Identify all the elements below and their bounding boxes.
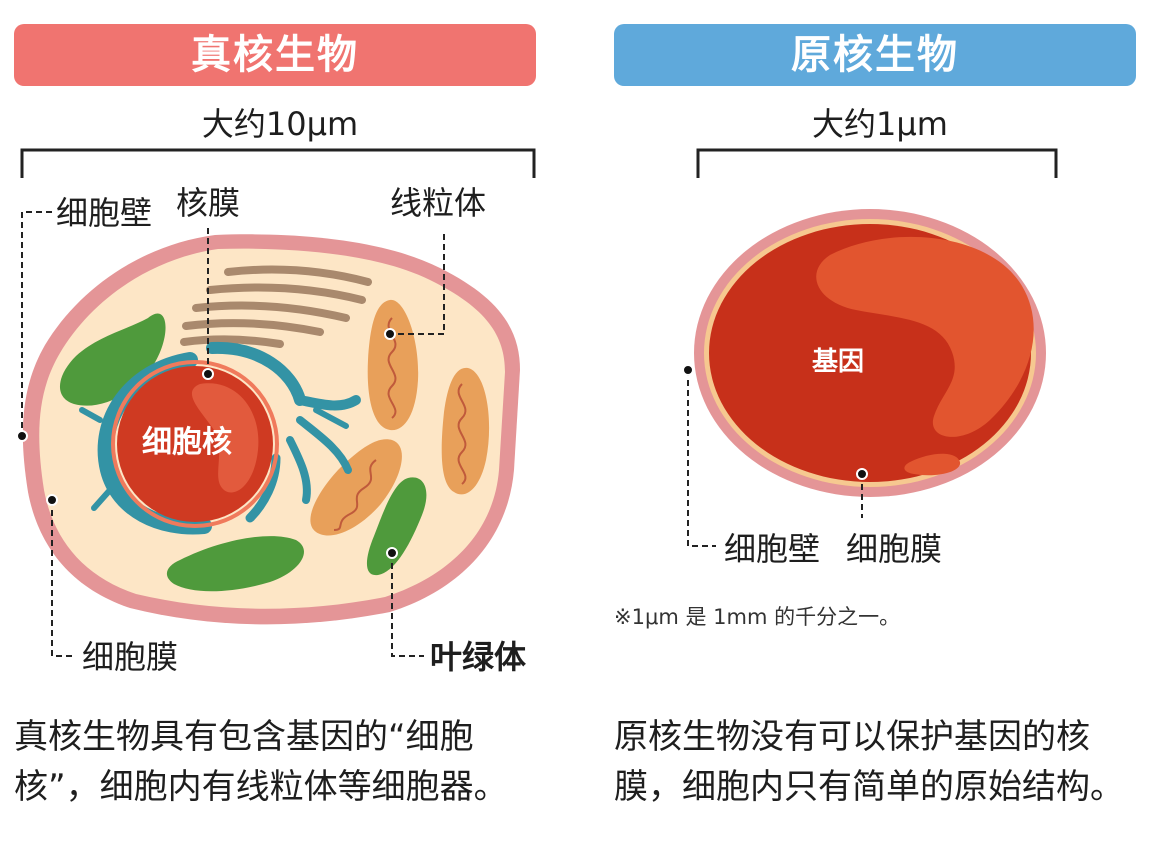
gene-region xyxy=(816,236,1034,437)
gene-region-tail xyxy=(904,453,961,476)
nucleus-highlight xyxy=(191,383,259,493)
eukaryote-description-line2: 核”，细胞内有线粒体等细胞器。 xyxy=(14,767,508,807)
chloroplast-1 xyxy=(59,313,166,406)
label-mitochondria: 线粒体 xyxy=(390,184,486,222)
eukaryote-size-label: 大约10μm xyxy=(201,105,359,143)
prokaryote-description-line1: 原核生物没有可以保护基因的核 xyxy=(614,717,1090,757)
leader-mitochondria xyxy=(390,234,445,335)
prokaryote-panel: 原核生物 大约1μm 基因 细胞壁 细胞膜 ※1μm 是 1mm 的千分之一。 … xyxy=(590,0,1166,851)
nucleus-label: 细胞核 xyxy=(142,425,232,460)
label-cell-membrane: 细胞膜 xyxy=(82,638,178,676)
dot-mitochondria xyxy=(384,328,396,340)
leader-dots xyxy=(16,328,398,559)
eukaryote-description-line1: 真核生物具有包含基因的“细胞 xyxy=(14,717,474,757)
eukaryote-scale-bracket xyxy=(20,148,536,178)
eukaryote-panel: 真核生物 大约10μm xyxy=(0,0,560,851)
nuclear-membrane-ring xyxy=(111,360,279,528)
mitochondrion-2 xyxy=(441,367,490,495)
label-prokaryote-cell-membrane: 细胞膜 xyxy=(846,530,942,568)
label-cell-wall: 细胞壁 xyxy=(56,194,152,232)
leader-chloroplast xyxy=(391,553,424,657)
prokaryote-description: 原核生物没有可以保护基因的核 膜，细胞内只有简单的原始结构。 xyxy=(614,712,1166,812)
label-chloroplast: 叶绿体 xyxy=(430,638,526,676)
dot-prokaryote-cell-wall xyxy=(682,364,694,376)
leader-prokaryote-cell-wall xyxy=(687,370,716,547)
leader-cell-wall xyxy=(21,211,52,436)
label-prokaryote-cell-wall: 细胞壁 xyxy=(724,530,820,568)
prokaryote-title: 原核生物 xyxy=(614,24,1136,86)
dot-prokaryote-cell-membrane xyxy=(856,468,868,480)
eukaryote-title: 真核生物 xyxy=(14,24,536,86)
leader-lines xyxy=(21,211,445,657)
eukaryote-description: 真核生物具有包含基因的“细胞 核”，细胞内有线粒体等细胞器。 xyxy=(14,712,544,812)
mitochondrion-3 xyxy=(310,439,402,536)
prokaryote-description-line2: 膜，细胞内只有简单的原始结构。 xyxy=(614,767,1124,807)
leader-cell-membrane xyxy=(51,500,76,657)
dot-cell-wall xyxy=(16,430,28,442)
dot-chloroplast xyxy=(386,547,398,559)
golgi-apparatus xyxy=(180,265,372,348)
prokaryote-leader-dots xyxy=(682,364,868,480)
gene-label: 基因 xyxy=(812,347,864,377)
dot-cell-membrane xyxy=(46,494,58,506)
eukaryote-cell-diagram: 细胞核 细胞壁 核膜 线粒体 细胞膜 叶绿体 xyxy=(16,148,536,676)
chloroplast-3 xyxy=(366,477,427,576)
prokaryote-leader-lines xyxy=(687,370,863,547)
chloroplast-2 xyxy=(166,536,304,592)
prokaryote-scale-bracket xyxy=(696,148,1058,178)
dot-nuclear-membrane xyxy=(202,368,214,380)
unit-note: ※1μm 是 1mm 的千分之一。 xyxy=(614,605,901,629)
prokaryote-cell-diagram: 基因 细胞壁 细胞膜 xyxy=(682,148,1058,568)
prokaryote-size-label: 大约1μm xyxy=(812,105,948,143)
label-nuclear-membrane: 核膜 xyxy=(176,184,240,222)
